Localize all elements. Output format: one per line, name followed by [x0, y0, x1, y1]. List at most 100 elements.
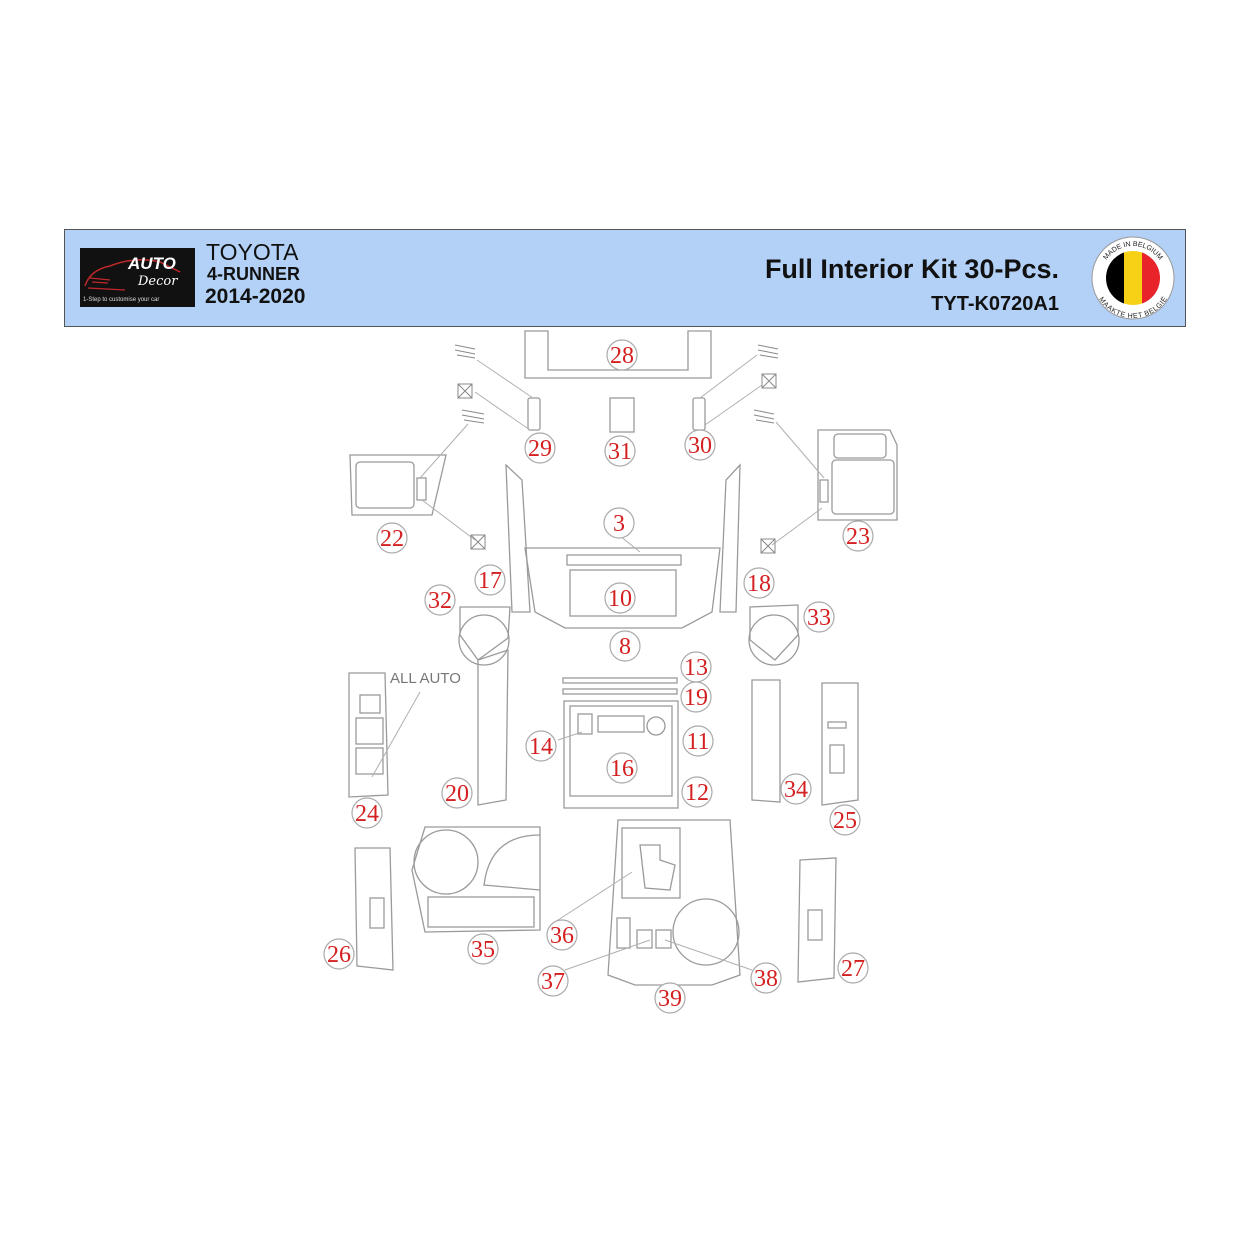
part-callout-22: 22: [376, 522, 408, 554]
callout-circle: [743, 567, 775, 599]
part-callout-19: 19: [680, 681, 712, 713]
callout-number: 38: [754, 966, 778, 992]
part-10: [569, 569, 677, 617]
callout-number: 25: [833, 808, 857, 834]
callout-number: 34: [784, 777, 808, 803]
part-callout-37: 37: [537, 965, 569, 997]
part-callout-23: 23: [842, 520, 874, 552]
part-callout-24: 24: [351, 797, 383, 829]
part-callout-12: 12: [681, 776, 713, 808]
header-banner: AUTO Decor 1-Step to customise your car …: [64, 229, 1186, 327]
callout-circle: [837, 952, 869, 984]
part-callout-18: 18: [743, 567, 775, 599]
callout-number: 36: [550, 923, 574, 949]
model-name: 4-RUNNER: [207, 264, 301, 284]
screw-icon: [753, 409, 775, 424]
callout-circle: [604, 582, 636, 614]
part-38: [672, 898, 740, 966]
fastener-icons: [454, 344, 779, 554]
part-27: [797, 857, 837, 983]
callout-circle: [681, 776, 713, 808]
part-callout-11: 11: [682, 725, 714, 757]
callout-number: 24: [355, 801, 379, 827]
callout-number: 18: [747, 571, 771, 597]
callout-number: 10: [608, 586, 632, 612]
callout-number: 14: [529, 734, 553, 760]
part-callout-28: 28: [606, 339, 638, 371]
box-x-icon: [470, 534, 486, 550]
part-callout-3: 3: [603, 507, 635, 539]
part-14: [577, 713, 593, 735]
callout-number: 31: [608, 439, 632, 465]
callout-number: 33: [807, 605, 831, 631]
part-28: [524, 330, 712, 379]
all-auto-note: ALL AUTO: [390, 670, 461, 687]
part-callout-14: 14: [525, 730, 557, 762]
part-36: [621, 827, 681, 899]
callout-number: 20: [445, 781, 469, 807]
box-x-icon: [760, 538, 776, 554]
callout-number: 16: [610, 756, 634, 782]
part-33: [749, 604, 799, 661]
part-callout-10: 10: [604, 582, 636, 614]
callout-circle: [604, 435, 636, 467]
part-callout-30: 30: [684, 429, 716, 461]
part-callout-36: 36: [546, 919, 578, 951]
part-callout-29: 29: [524, 432, 556, 464]
kit-title: Full Interior Kit 30-Pcs.: [764, 254, 1059, 284]
callout-circle: [750, 962, 782, 994]
part-29: [527, 397, 541, 431]
brand-name: TOYOTA: [206, 239, 299, 265]
callout-number: 32: [428, 588, 452, 614]
part-30: [692, 397, 706, 431]
part-39: [607, 819, 741, 986]
callout-circle: [780, 773, 812, 805]
screw-icon: [757, 344, 779, 359]
callout-circle: [803, 601, 835, 633]
callout-circle: [467, 933, 499, 965]
part-callout-34: 34: [780, 773, 812, 805]
callout-circle: [684, 429, 716, 461]
part-callout-13: 13: [680, 651, 712, 683]
part-callout-25: 25: [829, 804, 861, 836]
part-callout-27: 27: [837, 952, 869, 984]
part-callout-26: 26: [323, 938, 355, 970]
callout-number: 3: [613, 511, 625, 537]
parts-outlines: [348, 330, 898, 986]
part-callout-39: 39: [654, 982, 686, 1014]
callout-number: 35: [471, 937, 495, 963]
callout-number: 22: [380, 526, 404, 552]
part-callout-8: 8: [609, 630, 641, 662]
screw-icon: [454, 344, 476, 359]
callout-circle: [351, 797, 383, 829]
callout-number: 26: [327, 942, 351, 968]
callout-circle: [524, 432, 556, 464]
callout-number: 11: [686, 729, 709, 755]
part-8: [524, 547, 721, 629]
logo-decor-text: Decor: [138, 274, 178, 289]
part-37: [636, 929, 653, 949]
callout-circle: [537, 965, 569, 997]
logo-auto-text: AUTO: [128, 254, 176, 273]
callout-number: 13: [684, 655, 708, 681]
callout-circle: [323, 938, 355, 970]
part-18: [719, 463, 741, 613]
callout-circle: [842, 520, 874, 552]
auto-decor-logo: AUTO Decor 1-Step to customise your car: [80, 248, 195, 307]
part-19: [562, 688, 678, 695]
part-11: [597, 715, 645, 733]
callout-number: 12: [685, 780, 709, 806]
callout-circle: [424, 584, 456, 616]
part-25: [821, 682, 859, 806]
box-x-icon: [761, 373, 777, 389]
part-3: [566, 554, 682, 566]
callout-circle: [474, 564, 506, 596]
part-23: [817, 429, 898, 521]
part-24: [348, 672, 389, 798]
part-35: [411, 826, 541, 933]
callout-circle: [525, 730, 557, 762]
callout-number: 8: [619, 634, 631, 660]
part-13: [562, 677, 678, 684]
part-26: [354, 847, 394, 971]
